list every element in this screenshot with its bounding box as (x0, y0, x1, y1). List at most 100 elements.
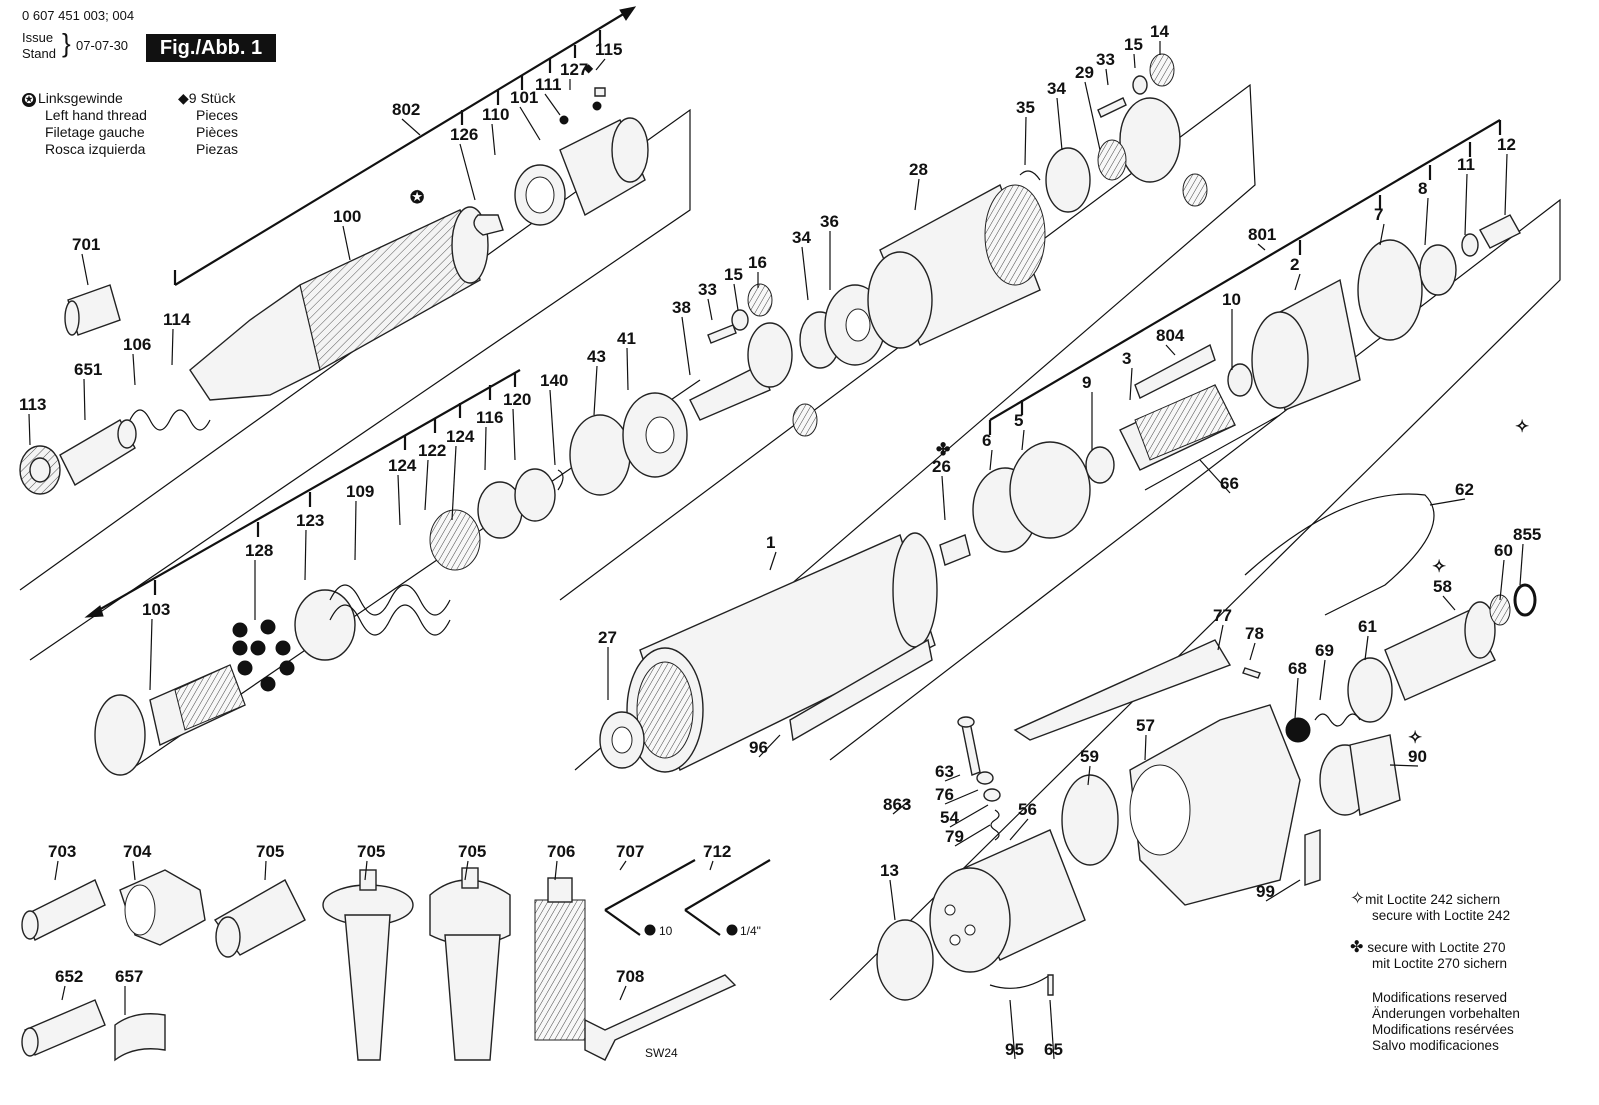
part-number-651[interactable]: 651 (74, 360, 102, 379)
part-number-707[interactable]: 707 (616, 842, 644, 861)
part-number-12[interactable]: 12 (1497, 135, 1516, 154)
part-number-863[interactable]: 863 (883, 795, 911, 814)
part-number-100[interactable]: 100 (333, 207, 361, 226)
leader-line-712 (709, 860, 714, 871)
part-number-705[interactable]: 705 (357, 842, 385, 861)
part-number-33[interactable]: 33 (1096, 50, 1115, 69)
part-number-701[interactable]: 701 (72, 235, 100, 254)
part-number-712[interactable]: 712 (703, 842, 731, 861)
part-number-58[interactable]: 58 (1433, 577, 1452, 596)
part-number-3[interactable]: 3 (1122, 349, 1131, 368)
part-number-5[interactable]: 5 (1014, 411, 1023, 430)
part-number-113[interactable]: 113 (19, 395, 46, 414)
part-number-11[interactable]: 11 (1457, 155, 1475, 174)
part-number-115[interactable]: 115 (595, 40, 622, 59)
part-number-61[interactable]: 61 (1358, 617, 1377, 636)
part-number-35[interactable]: 35 (1016, 98, 1035, 117)
part-79-spring (990, 809, 1000, 841)
part-number-79[interactable]: 79 (945, 827, 964, 846)
part-number-57[interactable]: 57 (1136, 716, 1155, 735)
part-number-60[interactable]: 60 (1494, 541, 1513, 560)
part-number-705[interactable]: 705 (458, 842, 486, 861)
part-number-68[interactable]: 68 (1288, 659, 1307, 678)
part-number-101[interactable]: 101 (510, 88, 538, 107)
part-number-99[interactable]: 99 (1256, 882, 1275, 901)
part-number-126[interactable]: 126 (450, 125, 478, 144)
part-number-652[interactable]: 652 (55, 967, 83, 986)
part-number-103[interactable]: 103 (142, 600, 170, 619)
part-34-upper-washer (1045, 147, 1091, 213)
part-number-95[interactable]: 95 (1005, 1040, 1024, 1059)
part-number-804[interactable]: 804 (1156, 326, 1185, 345)
part-number-9[interactable]: 9 (1082, 373, 1091, 392)
part-number-110[interactable]: 110 (482, 105, 509, 124)
part-number-27[interactable]: 27 (598, 628, 617, 647)
part-number-106[interactable]: 106 (123, 335, 151, 354)
part-number-802[interactable]: 802 (392, 100, 420, 119)
part-number-16[interactable]: 16 (748, 253, 767, 272)
part-number-41[interactable]: 41 (617, 329, 636, 348)
part-number-43[interactable]: 43 (587, 347, 606, 366)
part-number-56[interactable]: 56 (1018, 800, 1037, 819)
part-number-33[interactable]: 33 (698, 280, 717, 299)
part-number-15[interactable]: 15 (724, 265, 743, 284)
part-number-109[interactable]: 109 (346, 482, 374, 501)
part-number-6[interactable]: 6 (982, 431, 991, 450)
part-number-140[interactable]: 140 (540, 371, 568, 390)
right-axis-ticks (988, 120, 1502, 435)
part-number-1[interactable]: 1 (766, 533, 775, 552)
part-number-7[interactable]: 7 (1374, 205, 1383, 224)
part-number-127[interactable]: 127 (560, 60, 588, 79)
part-number-704[interactable]: 704 (123, 842, 152, 861)
leader-line-35 (1024, 116, 1027, 166)
part-number-111[interactable]: 111 (535, 75, 562, 94)
part-number-2[interactable]: 2 (1290, 255, 1299, 274)
part-number-128[interactable]: 128 (245, 541, 273, 560)
part-number-96[interactable]: 96 (749, 738, 768, 757)
part-number-69[interactable]: 69 (1315, 641, 1334, 660)
part-number-28[interactable]: 28 (909, 160, 928, 179)
part-number-708[interactable]: 708 (616, 967, 644, 986)
part-63-screw (957, 716, 981, 776)
part-number-10[interactable]: 10 (1222, 290, 1241, 309)
part-76-oring (976, 771, 994, 785)
part-number-15[interactable]: 15 (1124, 35, 1143, 54)
part-number-14[interactable]: 14 (1150, 22, 1169, 41)
part-number-124[interactable]: 124 (446, 427, 475, 446)
leader-line-28 (914, 178, 920, 211)
leader-line-61 (1364, 635, 1369, 661)
part-number-38[interactable]: 38 (672, 298, 691, 317)
part-number-66[interactable]: 66 (1220, 474, 1239, 493)
part-number-122[interactable]: 122 (418, 441, 446, 460)
part-number-124[interactable]: 124 (388, 456, 417, 475)
loctite-242-star-icon-a: ✧ (1515, 417, 1529, 436)
part-number-90[interactable]: 90 (1408, 747, 1427, 766)
part-number-36[interactable]: 36 (820, 212, 839, 231)
part-number-13[interactable]: 13 (880, 861, 899, 880)
part-number-63[interactable]: 63 (935, 762, 954, 781)
part-number-657[interactable]: 657 (115, 967, 143, 986)
part-number-120[interactable]: 120 (503, 390, 531, 409)
part-number-801[interactable]: 801 (1248, 225, 1276, 244)
part-number-34[interactable]: 34 (792, 228, 811, 247)
part-number-29[interactable]: 29 (1075, 63, 1094, 82)
part-number-8[interactable]: 8 (1418, 179, 1427, 198)
part-number-34[interactable]: 34 (1047, 79, 1066, 98)
part-number-54[interactable]: 54 (940, 808, 959, 827)
part-number-706[interactable]: 706 (547, 842, 575, 861)
part-number-855[interactable]: 855 (1513, 525, 1541, 544)
part-number-703[interactable]: 703 (48, 842, 76, 861)
part-number-62[interactable]: 62 (1455, 480, 1474, 499)
part-number-114[interactable]: 114 (163, 310, 191, 329)
part-number-77[interactable]: 77 (1213, 606, 1232, 625)
part-number-116[interactable]: 116 (476, 408, 503, 427)
part-number-76[interactable]: 76 (935, 785, 954, 804)
part-number-705[interactable]: 705 (256, 842, 284, 861)
part-number-123[interactable]: 123 (296, 511, 324, 530)
part-number-78[interactable]: 78 (1245, 624, 1264, 643)
part-115-screw (594, 87, 606, 97)
part-number-65[interactable]: 65 (1044, 1040, 1063, 1059)
part-106-spring (129, 409, 211, 431)
part-number-26[interactable]: 26 (932, 457, 951, 476)
part-number-59[interactable]: 59 (1080, 747, 1099, 766)
